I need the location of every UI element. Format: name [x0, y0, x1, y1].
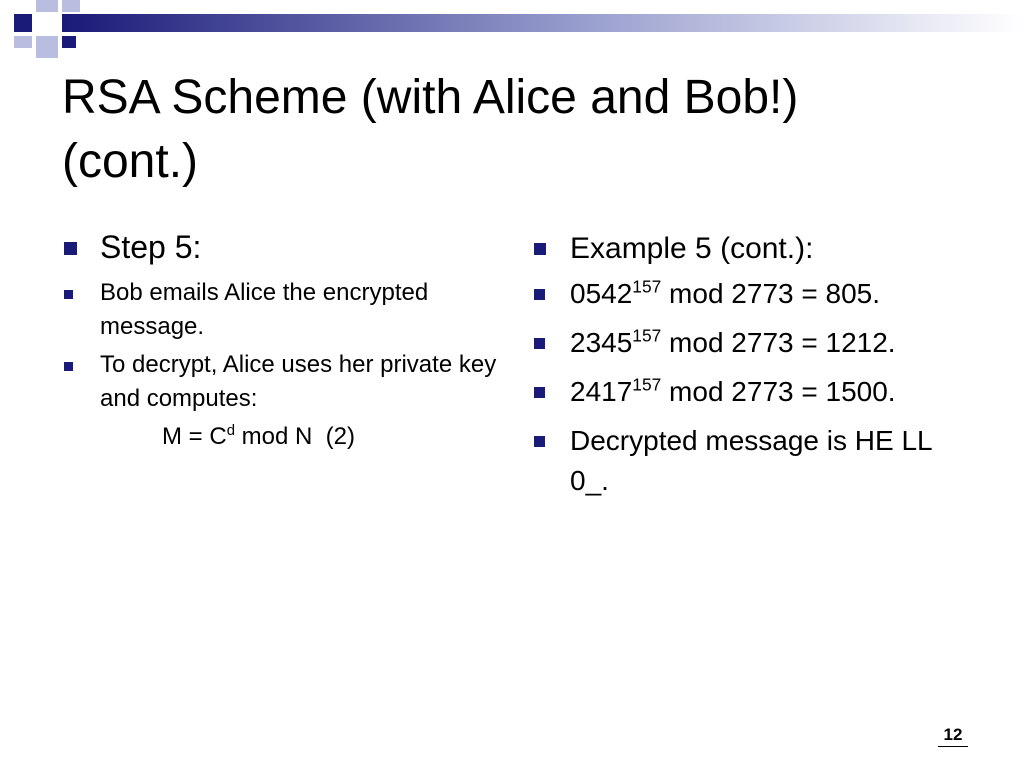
example-computation-item: 0542157 mod 2773 = 805.: [532, 274, 972, 314]
slide-decoration: [0, 0, 1024, 62]
corner-square-light: [36, 0, 58, 12]
decryption-formula: M = Cd mod N (2): [62, 420, 502, 454]
square-bullet-icon: [64, 242, 77, 255]
corner-square-dark: [14, 14, 32, 32]
square-bullet-icon: [534, 289, 545, 300]
square-bullet-icon: [534, 387, 545, 398]
decrypted-message-text: Decrypted message is HE LL 0_.: [570, 425, 932, 496]
square-bullet-icon: [64, 290, 73, 299]
computation-rest: mod 2773 = 1500.: [661, 376, 896, 407]
right-heading-item: Example 5 (cont.):: [532, 228, 972, 270]
formula-rhs: mod N (2): [234, 423, 355, 450]
slide-title-line2: (cont.): [62, 135, 199, 188]
computation-base: 0542: [570, 278, 633, 309]
computation-exponent: 157: [632, 276, 662, 297]
computation-exponent: 157: [632, 325, 662, 346]
computation-rest: mod 2773 = 1212.: [661, 327, 896, 358]
left-bullet-text: To decrypt, Alice uses her private key a…: [100, 351, 497, 412]
left-heading-item: Step 5:: [62, 228, 502, 266]
formula-exponent: d: [226, 423, 235, 439]
computation-base: 2417: [570, 376, 633, 407]
corner-square-light: [36, 36, 58, 58]
right-column: Example 5 (cont.): 0542157 mod 2773 = 80…: [532, 228, 972, 510]
computation-rest: mod 2773 = 805.: [661, 278, 880, 309]
decrypted-message-item: Decrypted message is HE LL 0_.: [532, 421, 972, 501]
square-bullet-icon: [534, 436, 545, 447]
left-column: Step 5: Bob emails Alice the encrypted m…: [62, 228, 502, 454]
formula-lhs: M = C: [162, 423, 227, 450]
corner-square-light: [62, 0, 80, 12]
left-bullet-text: Bob emails Alice the encrypted message.: [100, 279, 429, 340]
example-computation-item: 2345157 mod 2773 = 1212.: [532, 323, 972, 363]
slide-title-line1: RSA Scheme (with Alice and Bob!): [62, 71, 799, 124]
page-number: 12: [938, 724, 968, 747]
left-bullet-item: Bob emails Alice the encrypted message.: [62, 276, 502, 344]
square-bullet-icon: [534, 338, 545, 349]
slide-title: RSA Scheme (with Alice and Bob!) (cont.): [62, 66, 1002, 194]
square-bullet-icon: [534, 243, 546, 255]
example-computation-item: 2417157 mod 2773 = 1500.: [532, 372, 972, 412]
computation-base: 2345: [570, 327, 633, 358]
computation-exponent: 157: [632, 374, 662, 395]
square-bullet-icon: [64, 362, 73, 371]
right-heading: Example 5 (cont.):: [570, 232, 814, 265]
left-heading: Step 5:: [100, 229, 202, 265]
corner-square-dark: [62, 36, 76, 48]
left-bullet-item: To decrypt, Alice uses her private key a…: [62, 348, 502, 416]
header-gradient-bar: [62, 14, 1024, 32]
corner-square-light: [14, 36, 32, 48]
